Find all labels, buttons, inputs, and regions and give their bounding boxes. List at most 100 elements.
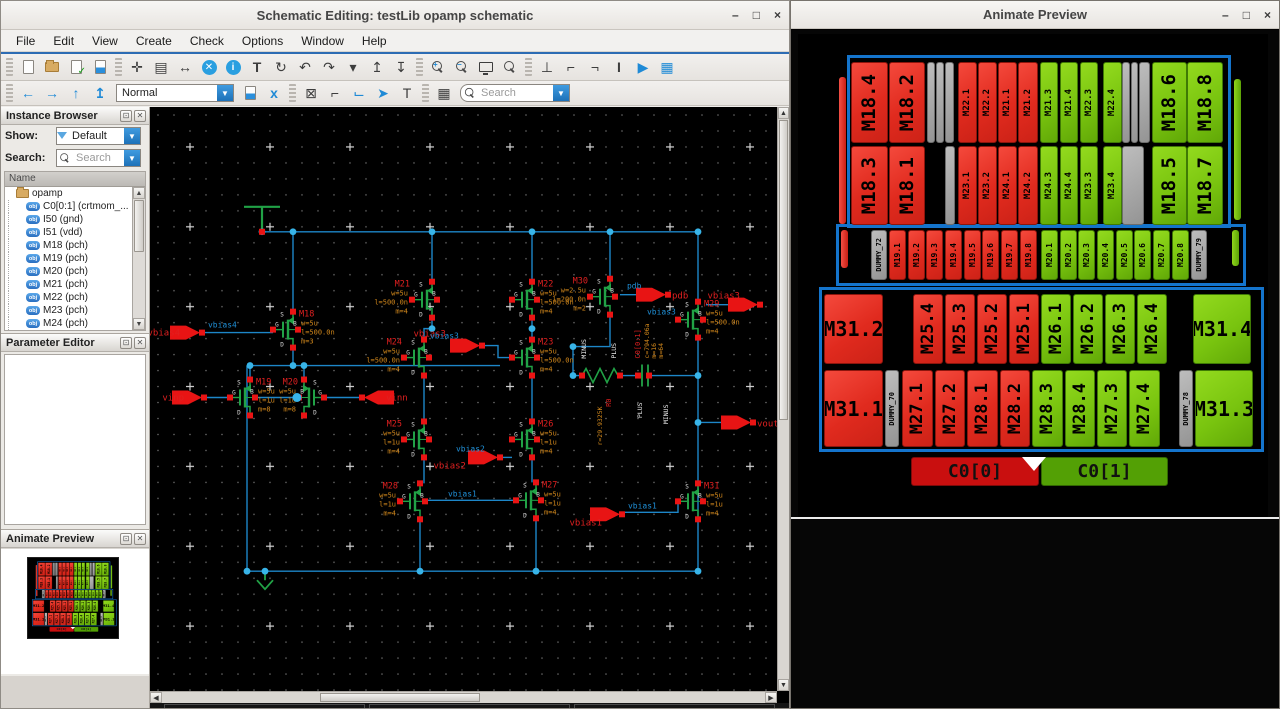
probe-pin-icon[interactable]: ⌐ (330, 85, 340, 101)
layout-block-M24.3[interactable]: M24.3 (73, 576, 78, 590)
scrollbar-thumb[interactable] (320, 693, 480, 702)
layout-spacer[interactable] (945, 146, 955, 225)
schematic-hscrollbar[interactable]: ◀ ▶ (150, 691, 777, 703)
layout-block-M26.2[interactable]: M26.2 (80, 600, 86, 612)
view-mode-dropdown[interactable]: Normal▼ (116, 84, 234, 102)
tree-root-opamp[interactable]: opamp (8, 187, 145, 200)
layout-spacer[interactable] (945, 62, 954, 143)
menu-view[interactable]: View (92, 33, 118, 48)
layout-spacer[interactable] (1139, 62, 1150, 143)
zoom-in-icon[interactable]: + (427, 57, 449, 77)
layout-block-M25.3[interactable]: M25.3 (55, 600, 62, 612)
array-icon[interactable]: ▦ (660, 58, 674, 75)
layout-block-M20.6[interactable]: M20.6 (1134, 230, 1151, 280)
minimize-button[interactable]: – (732, 8, 739, 22)
layout-block-M20.2[interactable]: M20.2 (77, 589, 82, 599)
rotate-down-icon[interactable]: ↧ (395, 58, 407, 75)
up-hierarchy-icon[interactable]: ↑ (72, 85, 80, 101)
layout-block-M23.1[interactable]: M23.1 (58, 576, 63, 590)
panel-close-icon[interactable]: ✕ (134, 532, 146, 545)
label-icon[interactable]: T (252, 59, 262, 75)
layout-block-M22.3[interactable]: M22.3 (81, 562, 85, 576)
schematic-vscrollbar[interactable]: ▲ ▼ (777, 107, 789, 691)
layout-block-M23.2[interactable]: M23.2 (62, 576, 66, 590)
layout-block-C0[1][interactable]: C0[1] (1041, 457, 1168, 486)
clear-x-icon[interactable]: x (270, 85, 278, 101)
layout-block-M21.2[interactable]: M21.2 (69, 562, 74, 576)
layout-block-M19.4[interactable]: M19.4 (55, 589, 60, 599)
layout-block-M28.1[interactable]: M28.1 (60, 612, 66, 626)
layout-spacer[interactable] (92, 562, 95, 576)
layout-block-M27.1[interactable]: M27.1 (902, 370, 933, 447)
layout-block-M24.2[interactable]: M24.2 (69, 576, 74, 590)
layout-block-M23.1[interactable]: M23.1 (958, 146, 977, 225)
layout-block-M18.6[interactable]: M18.6 (95, 562, 102, 576)
layout-spacer[interactable] (1122, 146, 1144, 225)
save-icon[interactable] (89, 57, 111, 77)
layout-block-M20.4[interactable]: M20.4 (84, 589, 89, 599)
layout-block-M26.4[interactable]: M26.4 (92, 600, 99, 612)
copy-properties-icon[interactable]: ▤ (154, 58, 168, 75)
layout-block-M21.1[interactable]: M21.1 (998, 62, 1017, 143)
layout-block-M19.1[interactable]: M19.1 (889, 230, 906, 280)
layout-block-M28.3[interactable]: M28.3 (72, 612, 79, 626)
panel-close-icon[interactable]: ✕ (134, 109, 146, 122)
maximize-button[interactable]: □ (752, 8, 760, 22)
layout-block-M23.3[interactable]: M23.3 (81, 576, 85, 590)
layout-block-M27.1[interactable]: M27.1 (47, 612, 54, 626)
layout-block-M20.1[interactable]: M20.1 (1041, 230, 1058, 280)
layout-block-M24.2[interactable]: M24.2 (1018, 146, 1038, 225)
zoom-out-icon[interactable]: − (451, 57, 473, 77)
show-filter-dropdown[interactable]: Default ▼ (56, 127, 141, 145)
probe-port-icon[interactable]: ➤ (377, 84, 389, 101)
layout-spacer[interactable] (1131, 62, 1138, 143)
rotate-up-icon[interactable]: ↥ (371, 58, 383, 75)
layout-block-M28.1[interactable]: M28.1 (967, 370, 998, 447)
layout-block-M20.2[interactable]: M20.2 (1060, 230, 1077, 280)
layout-block-M24.3[interactable]: M24.3 (1040, 146, 1058, 225)
layout-spacer[interactable] (55, 562, 58, 576)
layout-block-DUMMY_72[interactable]: DUMMY_72 (871, 230, 887, 280)
layout-block-M19.5[interactable]: M19.5 (59, 589, 63, 599)
redraw-icon[interactable]: ↻ (275, 58, 287, 75)
layout-block-DUMMY_78[interactable]: DUMMY_78 (1179, 370, 1193, 447)
probe-wire-icon[interactable]: ⌙ (353, 84, 365, 101)
layout-block-M20.7[interactable]: M20.7 (95, 589, 99, 599)
pin-icon[interactable]: ⊥ (540, 58, 554, 75)
info-icon[interactable]: i (222, 57, 244, 77)
scroll-down-icon[interactable]: ▼ (778, 679, 789, 691)
layout-block-M21.4[interactable]: M21.4 (1060, 62, 1078, 143)
layout-block-M19.8[interactable]: M19.8 (70, 589, 74, 599)
top-hierarchy-icon[interactable]: ↥ (94, 84, 106, 101)
menu-options[interactable]: Options (241, 33, 284, 48)
layout-block-M22.4[interactable]: M22.4 (1103, 62, 1122, 143)
layout-block-M20.5[interactable]: M20.5 (88, 589, 92, 599)
probe-label-icon[interactable]: T (402, 85, 412, 101)
layout-block-M31.3[interactable]: M31.3 (103, 612, 115, 626)
instance-browser-header[interactable]: Instance Browser ⊡ ✕ (1, 107, 149, 125)
layout-block-M18.4[interactable]: M18.4 (851, 62, 888, 143)
layout-block-M22.2[interactable]: M22.2 (62, 562, 66, 576)
layout-block-M20.6[interactable]: M20.6 (91, 589, 96, 599)
layout-block-M27.4[interactable]: M27.4 (90, 612, 97, 626)
layout-block-M22.1[interactable]: M22.1 (958, 62, 977, 143)
port-arrow-icon[interactable]: ▶ (637, 58, 649, 75)
scroll-right-icon[interactable]: ▶ (765, 692, 777, 703)
panel-float-icon[interactable]: ⊡ (120, 109, 132, 122)
layout-block-M25.4[interactable]: M25.4 (913, 294, 943, 364)
layout-block-DUMMY_72[interactable]: DUMMY_72 (41, 589, 45, 599)
layout-block-M23.4[interactable]: M23.4 (85, 576, 90, 590)
more-caret-icon[interactable]: ▾ (349, 58, 357, 75)
layout-block-DUMMY_70[interactable]: DUMMY_70 (44, 612, 48, 626)
layout-spacer[interactable] (54, 562, 56, 576)
layout-block-M20.1[interactable]: M20.1 (74, 589, 78, 599)
layout-block-M18.5[interactable]: M18.5 (95, 576, 102, 590)
layout-block-M31.2[interactable]: M31.2 (824, 294, 883, 364)
layout-block-M27.2[interactable]: M27.2 (935, 370, 965, 447)
save-state-icon[interactable] (239, 83, 261, 103)
schematic-window-titlebar[interactable]: Schematic Editing: testLib opamp schemat… (1, 1, 789, 30)
layout-block-M26.1[interactable]: M26.1 (74, 600, 80, 612)
layout-block-M19.2[interactable]: M19.2 (908, 230, 925, 280)
